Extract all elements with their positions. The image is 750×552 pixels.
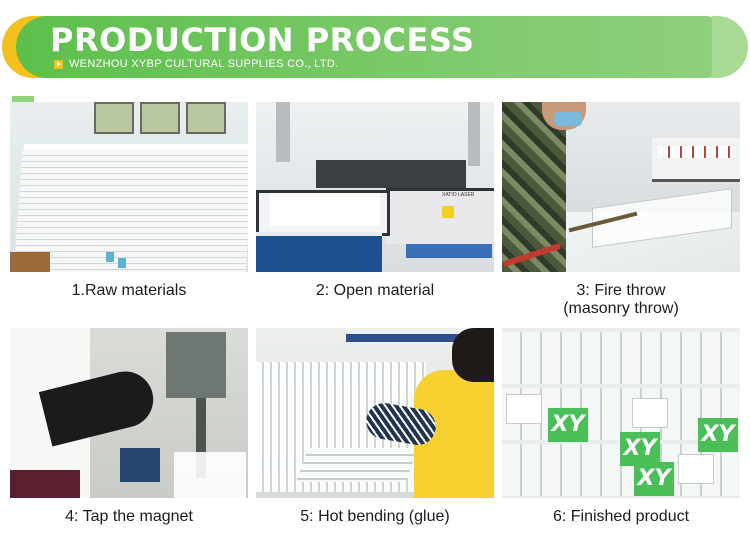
banner-title: PRODUCTION PROCESS — [50, 21, 475, 59]
banner-green-bar — [16, 16, 736, 78]
caption-line: (masonry throw) — [563, 300, 679, 317]
step-tile-fire-throw: 3: Fire throw (masonry throw) — [502, 102, 740, 318]
caption-line: 3: Fire throw — [576, 282, 666, 299]
step-tile-raw-materials: 1.Raw materials — [10, 102, 248, 300]
company-name: WENZHOU XYBP CULTURAL SUPPLIES CO., LTD. — [69, 58, 339, 70]
photo-raw-materials — [10, 102, 248, 272]
product-logo: XY — [698, 418, 738, 452]
photo-hot-bending — [256, 328, 494, 498]
product-logo: XY — [634, 462, 674, 496]
caption-line: 2: Open material — [315, 282, 435, 299]
step-caption: 1.Raw materials — [10, 282, 248, 300]
caption-line: 1.Raw materials — [71, 282, 187, 299]
photo-finished-product: XY XY XY XY — [502, 328, 740, 498]
step-tile-hot-bending: 5: Hot bending (glue) — [256, 328, 494, 526]
step-caption: 4: Tap the magnet — [10, 508, 248, 526]
play-icon — [54, 59, 63, 69]
caption-line: 6: Finished product — [552, 508, 690, 525]
banner-light-green-accent — [712, 16, 748, 78]
machine-label: XATIO LASER — [442, 192, 475, 198]
caption-line: 4: Tap the magnet — [65, 508, 193, 525]
header-banner: PRODUCTION PROCESS WENZHOU XYBP CULTURAL… — [0, 0, 750, 90]
product-logo: XY — [620, 432, 660, 466]
photo-fire-throw — [502, 102, 740, 272]
step-caption: 2: Open material — [256, 282, 494, 300]
caption-line: 5: Hot bending (glue) — [300, 508, 450, 525]
step-tile-finished-product: XY XY XY XY 6: Finished product — [502, 328, 740, 526]
photo-tap-magnet — [10, 328, 248, 498]
step-caption: 5: Hot bending (glue) — [256, 508, 494, 526]
step-tile-open-material: XATIO LASER 2: Open material — [256, 102, 494, 300]
product-logo: XY — [548, 408, 588, 442]
step-tile-tap-magnet: 4: Tap the magnet — [10, 328, 248, 526]
step-caption: 3: Fire throw (masonry throw) — [502, 282, 740, 318]
step-caption: 6: Finished product — [502, 508, 740, 526]
photo-open-material: XATIO LASER — [256, 102, 494, 272]
banner-subtitle-row: WENZHOU XYBP CULTURAL SUPPLIES CO., LTD. — [54, 58, 339, 70]
